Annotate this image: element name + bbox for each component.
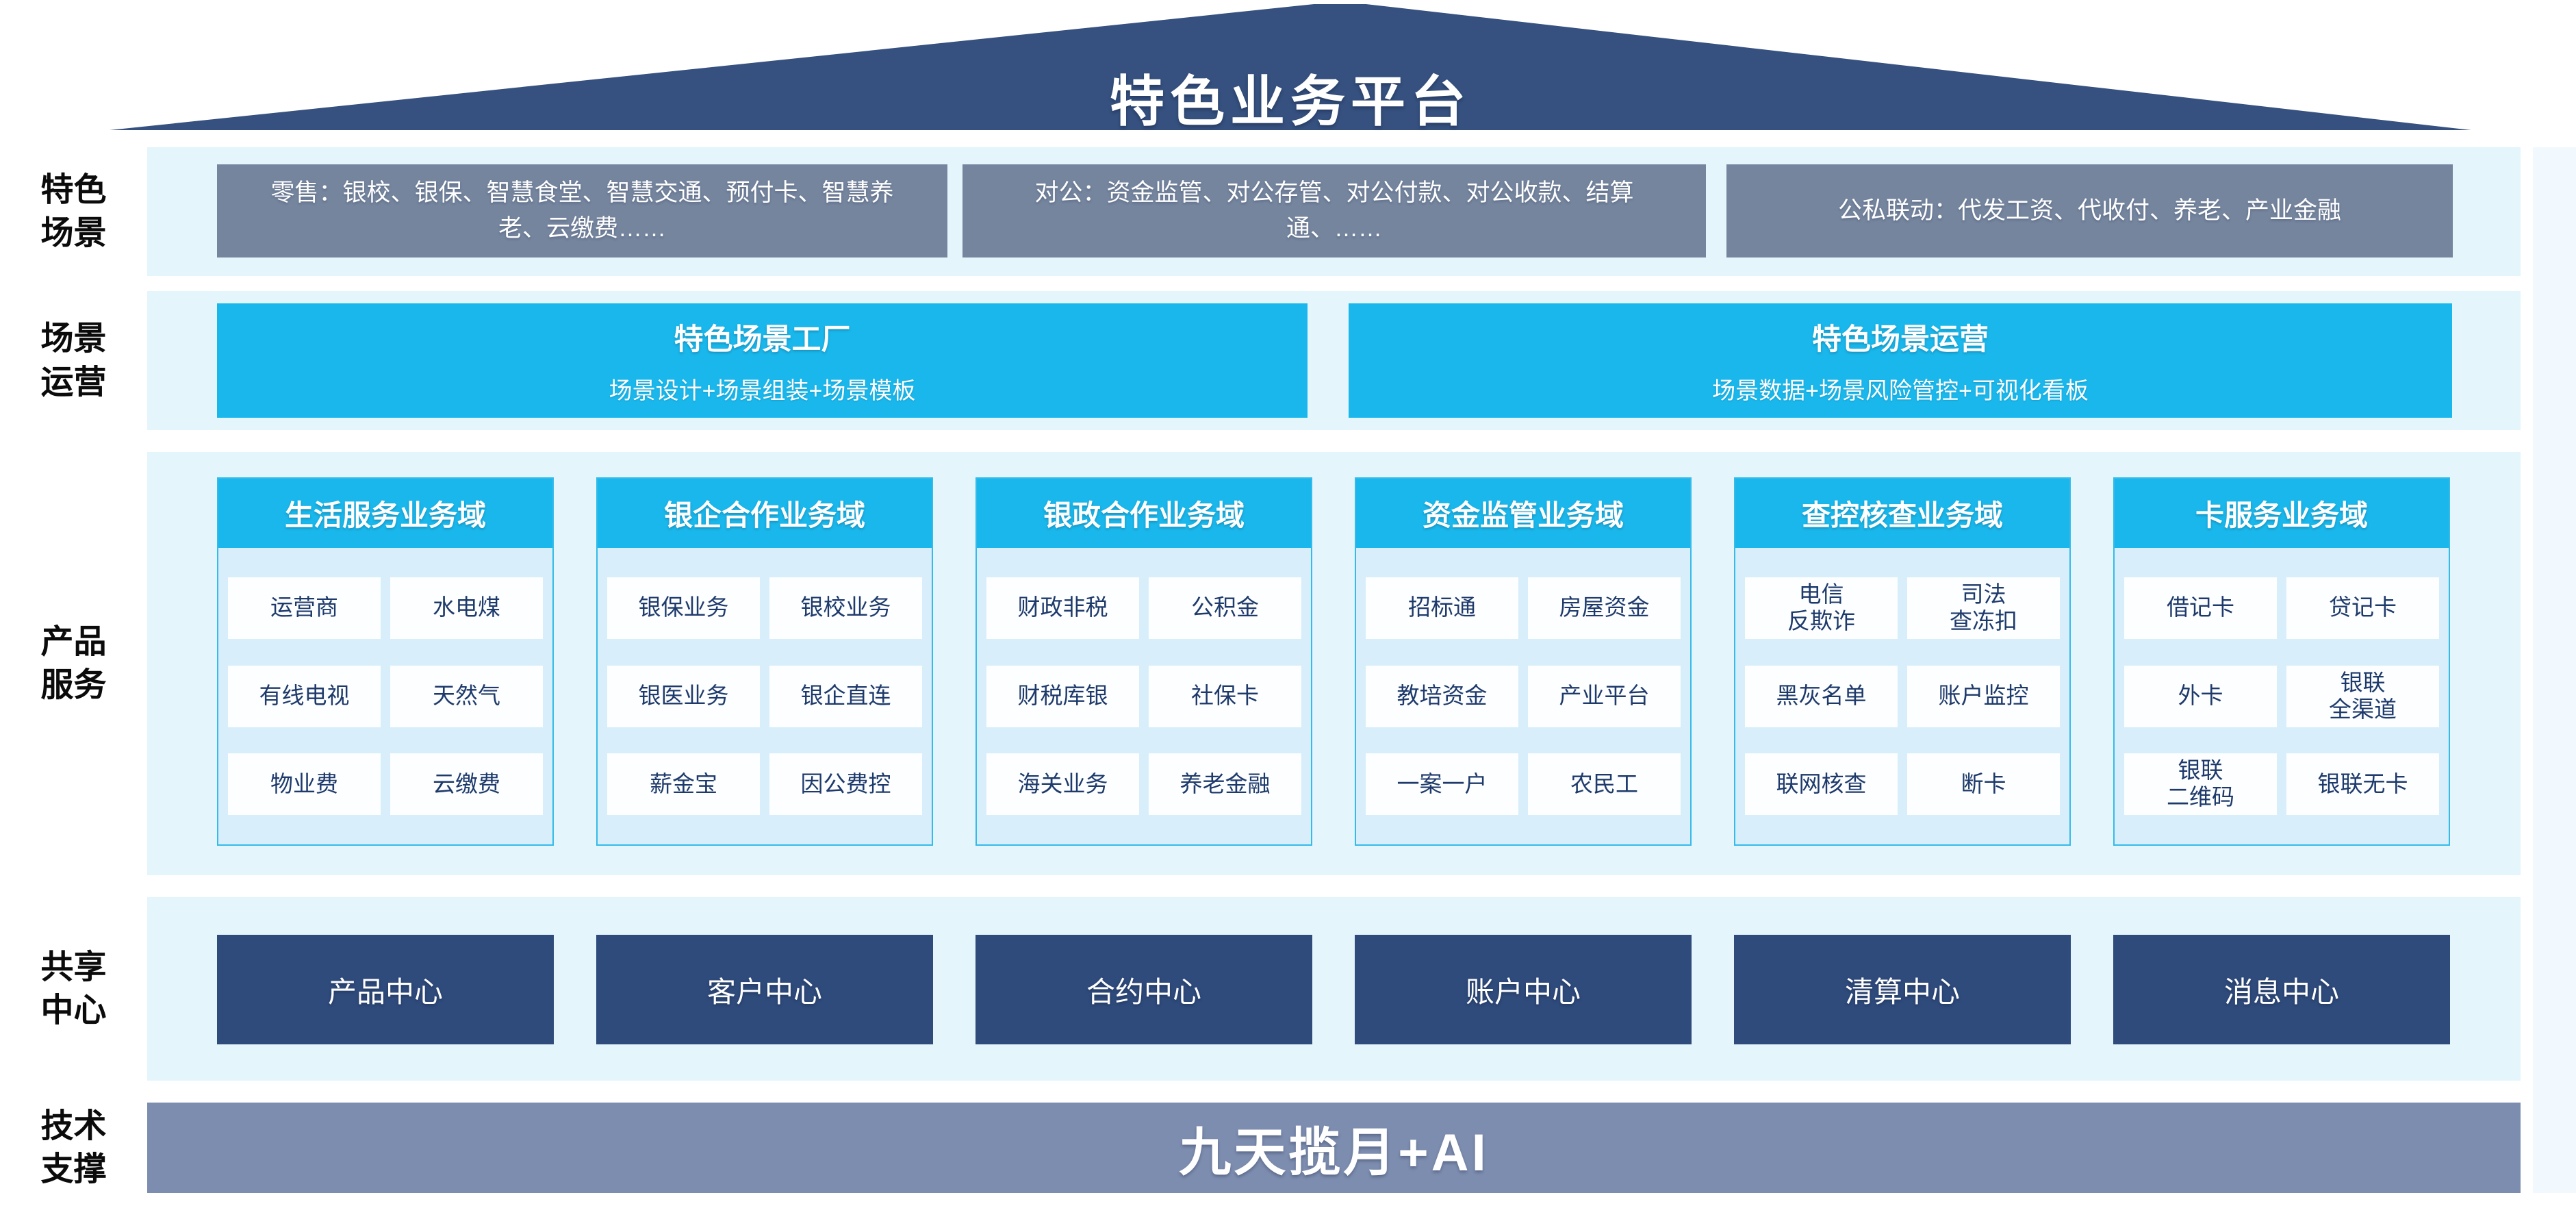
cell-row: 银联 二维码 银联无卡 xyxy=(2115,753,2449,816)
cell-row: 借记卡 贷记卡 xyxy=(2115,577,2449,639)
op-box-subtitle: 场景数据+场景风险管控+可视化看板 xyxy=(1712,378,2089,404)
product-cell: 电信 反欺诈 xyxy=(1745,577,1898,639)
op-box-title: 特色场景工厂 xyxy=(674,323,851,356)
cell-row: 一案一户 农民工 xyxy=(1356,753,1690,816)
page-title: 特色业务平台 xyxy=(1110,71,1471,132)
right-edge-strip xyxy=(2533,147,2576,1193)
domain-fund-supervision: 资金监管业务域 招标通 房屋资金 教培资金 产业平台 一案一户 农民工 xyxy=(1355,477,1692,846)
op-box-scene-factory: 特色场景工厂 场景设计+场景组装+场景模板 xyxy=(217,303,1308,418)
product-cell: 因公费控 xyxy=(769,753,922,816)
tech-bar-title: 九天揽月+AI xyxy=(1179,1124,1489,1182)
row-label-operations: 场景 运营 xyxy=(40,320,107,401)
product-cell: 一案一户 xyxy=(1366,753,1518,816)
domain-life-services: 生活服务业务域 运营商 水电煤 有线电视 天然气 物业费 云缴费 xyxy=(217,477,554,846)
center-box-customer: 客户中心 xyxy=(596,935,933,1044)
product-cell: 贷记卡 xyxy=(2286,577,2439,639)
cell-row: 财政非税 公积金 xyxy=(977,577,1311,639)
product-cell: 农民工 xyxy=(1528,753,1681,816)
product-cell: 银联无卡 xyxy=(2286,753,2439,816)
op-box-subtitle: 场景设计+场景组装+场景模板 xyxy=(609,378,916,404)
domain-body: 银保业务 银校业务 银医业务 银企直连 薪金宝 因公费控 xyxy=(598,548,932,844)
cell-row: 有线电视 天然气 xyxy=(218,665,552,727)
domain-body: 财政非税 公积金 财税库银 社保卡 海关业务 养老金融 xyxy=(977,548,1311,844)
product-cell: 银医业务 xyxy=(607,665,760,727)
row-label-products: 产品 服务 xyxy=(40,623,107,703)
cell-row: 财税库银 社保卡 xyxy=(977,665,1311,727)
domain-header: 银政合作业务域 xyxy=(977,479,1311,548)
product-cell: 天然气 xyxy=(390,665,543,727)
cell-row: 黑灰名单 账户监控 xyxy=(1735,665,2069,727)
tech-support-bar: 九天揽月+AI xyxy=(147,1103,2521,1193)
domain-card-services: 卡服务业务域 借记卡 贷记卡 外卡 银联 全渠道 银联 二维码 银联无卡 xyxy=(2113,477,2450,846)
center-box-clearing: 清算中心 xyxy=(1734,935,2071,1044)
domain-header: 资金监管业务域 xyxy=(1356,479,1690,548)
scene-box-corporate: 对公：资金监管、对公存管、对公付款、对公收款、结算通、…… xyxy=(962,164,1706,257)
row-label-centers: 共享 中心 xyxy=(40,948,107,1029)
product-cell: 借记卡 xyxy=(2124,577,2277,639)
row-label-scenes: 特色 场景 xyxy=(40,171,107,251)
product-cell: 房屋资金 xyxy=(1528,577,1681,639)
center-box-product: 产品中心 xyxy=(217,935,554,1044)
product-cell: 司法 查冻扣 xyxy=(1907,577,2060,639)
product-cell: 联网核查 xyxy=(1745,753,1898,816)
domain-header: 卡服务业务域 xyxy=(2115,479,2449,548)
product-cell: 银联 二维码 xyxy=(2124,753,2277,816)
cell-row: 薪金宝 因公费控 xyxy=(598,753,932,816)
product-cell: 养老金融 xyxy=(1149,753,1301,816)
domain-bank-enterprise: 银企合作业务域 银保业务 银校业务 银医业务 银企直连 薪金宝 因公费控 xyxy=(596,477,933,846)
cell-row: 物业费 云缴费 xyxy=(218,753,552,816)
center-box-account: 账户中心 xyxy=(1355,935,1692,1044)
product-cell: 云缴费 xyxy=(390,753,543,816)
cell-row: 联网核查 断卡 xyxy=(1735,753,2069,816)
scene-box-retail: 零售：银校、银保、智慧食堂、智慧交通、预付卡、智慧养老、云缴费…… xyxy=(217,164,947,257)
scene-box-public-private: 公私联动：代发工资、代收付、养老、产业金融 xyxy=(1726,164,2453,257)
cell-row: 海关业务 养老金融 xyxy=(977,753,1311,816)
domain-header: 查控核查业务域 xyxy=(1735,479,2069,548)
domain-body: 招标通 房屋资金 教培资金 产业平台 一案一户 农民工 xyxy=(1356,548,1690,844)
cell-row: 电信 反欺诈 司法 查冻扣 xyxy=(1735,577,2069,639)
domain-header: 生活服务业务域 xyxy=(218,479,552,548)
product-cell: 断卡 xyxy=(1907,753,2060,816)
cell-row: 运营商 水电煤 xyxy=(218,577,552,639)
domain-body: 电信 反欺诈 司法 查冻扣 黑灰名单 账户监控 联网核查 断卡 xyxy=(1735,548,2069,844)
product-cell: 有线电视 xyxy=(228,665,381,727)
product-cell: 教培资金 xyxy=(1366,665,1518,727)
center-box-contract: 合约中心 xyxy=(975,935,1312,1044)
product-cell: 海关业务 xyxy=(986,753,1139,816)
product-cell: 银校业务 xyxy=(769,577,922,639)
product-cell: 水电煤 xyxy=(390,577,543,639)
product-cell: 银保业务 xyxy=(607,577,760,639)
product-cell: 账户监控 xyxy=(1907,665,2060,727)
op-box-title: 特色场景运营 xyxy=(1812,323,1989,356)
product-cell: 物业费 xyxy=(228,753,381,816)
cell-row: 招标通 房屋资金 xyxy=(1356,577,1690,639)
cell-row: 外卡 银联 全渠道 xyxy=(2115,665,2449,727)
product-cell: 招标通 xyxy=(1366,577,1518,639)
product-cell: 薪金宝 xyxy=(607,753,760,816)
domain-body: 借记卡 贷记卡 外卡 银联 全渠道 银联 二维码 银联无卡 xyxy=(2115,548,2449,844)
product-cell: 银联 全渠道 xyxy=(2286,665,2439,727)
domain-inspection-verification: 查控核查业务域 电信 反欺诈 司法 查冻扣 黑灰名单 账户监控 联网核查 断卡 xyxy=(1734,477,2071,846)
product-cell: 外卡 xyxy=(2124,665,2277,727)
product-cell: 银企直连 xyxy=(769,665,922,727)
product-cell: 社保卡 xyxy=(1149,665,1301,727)
row-label-tech: 技术 支撑 xyxy=(40,1107,107,1187)
domain-body: 运营商 水电煤 有线电视 天然气 物业费 云缴费 xyxy=(218,548,552,844)
product-cell: 公积金 xyxy=(1149,577,1301,639)
product-cell: 黑灰名单 xyxy=(1745,665,1898,727)
product-cell: 财政非税 xyxy=(986,577,1139,639)
product-cell: 产业平台 xyxy=(1528,665,1681,727)
product-cell: 运营商 xyxy=(228,577,381,639)
domain-bank-government: 银政合作业务域 财政非税 公积金 财税库银 社保卡 海关业务 养老金融 xyxy=(975,477,1312,846)
cell-row: 教培资金 产业平台 xyxy=(1356,665,1690,727)
cell-row: 银医业务 银企直连 xyxy=(598,665,932,727)
center-box-message: 消息中心 xyxy=(2113,935,2450,1044)
cell-row: 银保业务 银校业务 xyxy=(598,577,932,639)
domain-header: 银企合作业务域 xyxy=(598,479,932,548)
product-cell: 财税库银 xyxy=(986,665,1139,727)
op-box-scene-operation: 特色场景运营 场景数据+场景风险管控+可视化看板 xyxy=(1349,303,2452,418)
